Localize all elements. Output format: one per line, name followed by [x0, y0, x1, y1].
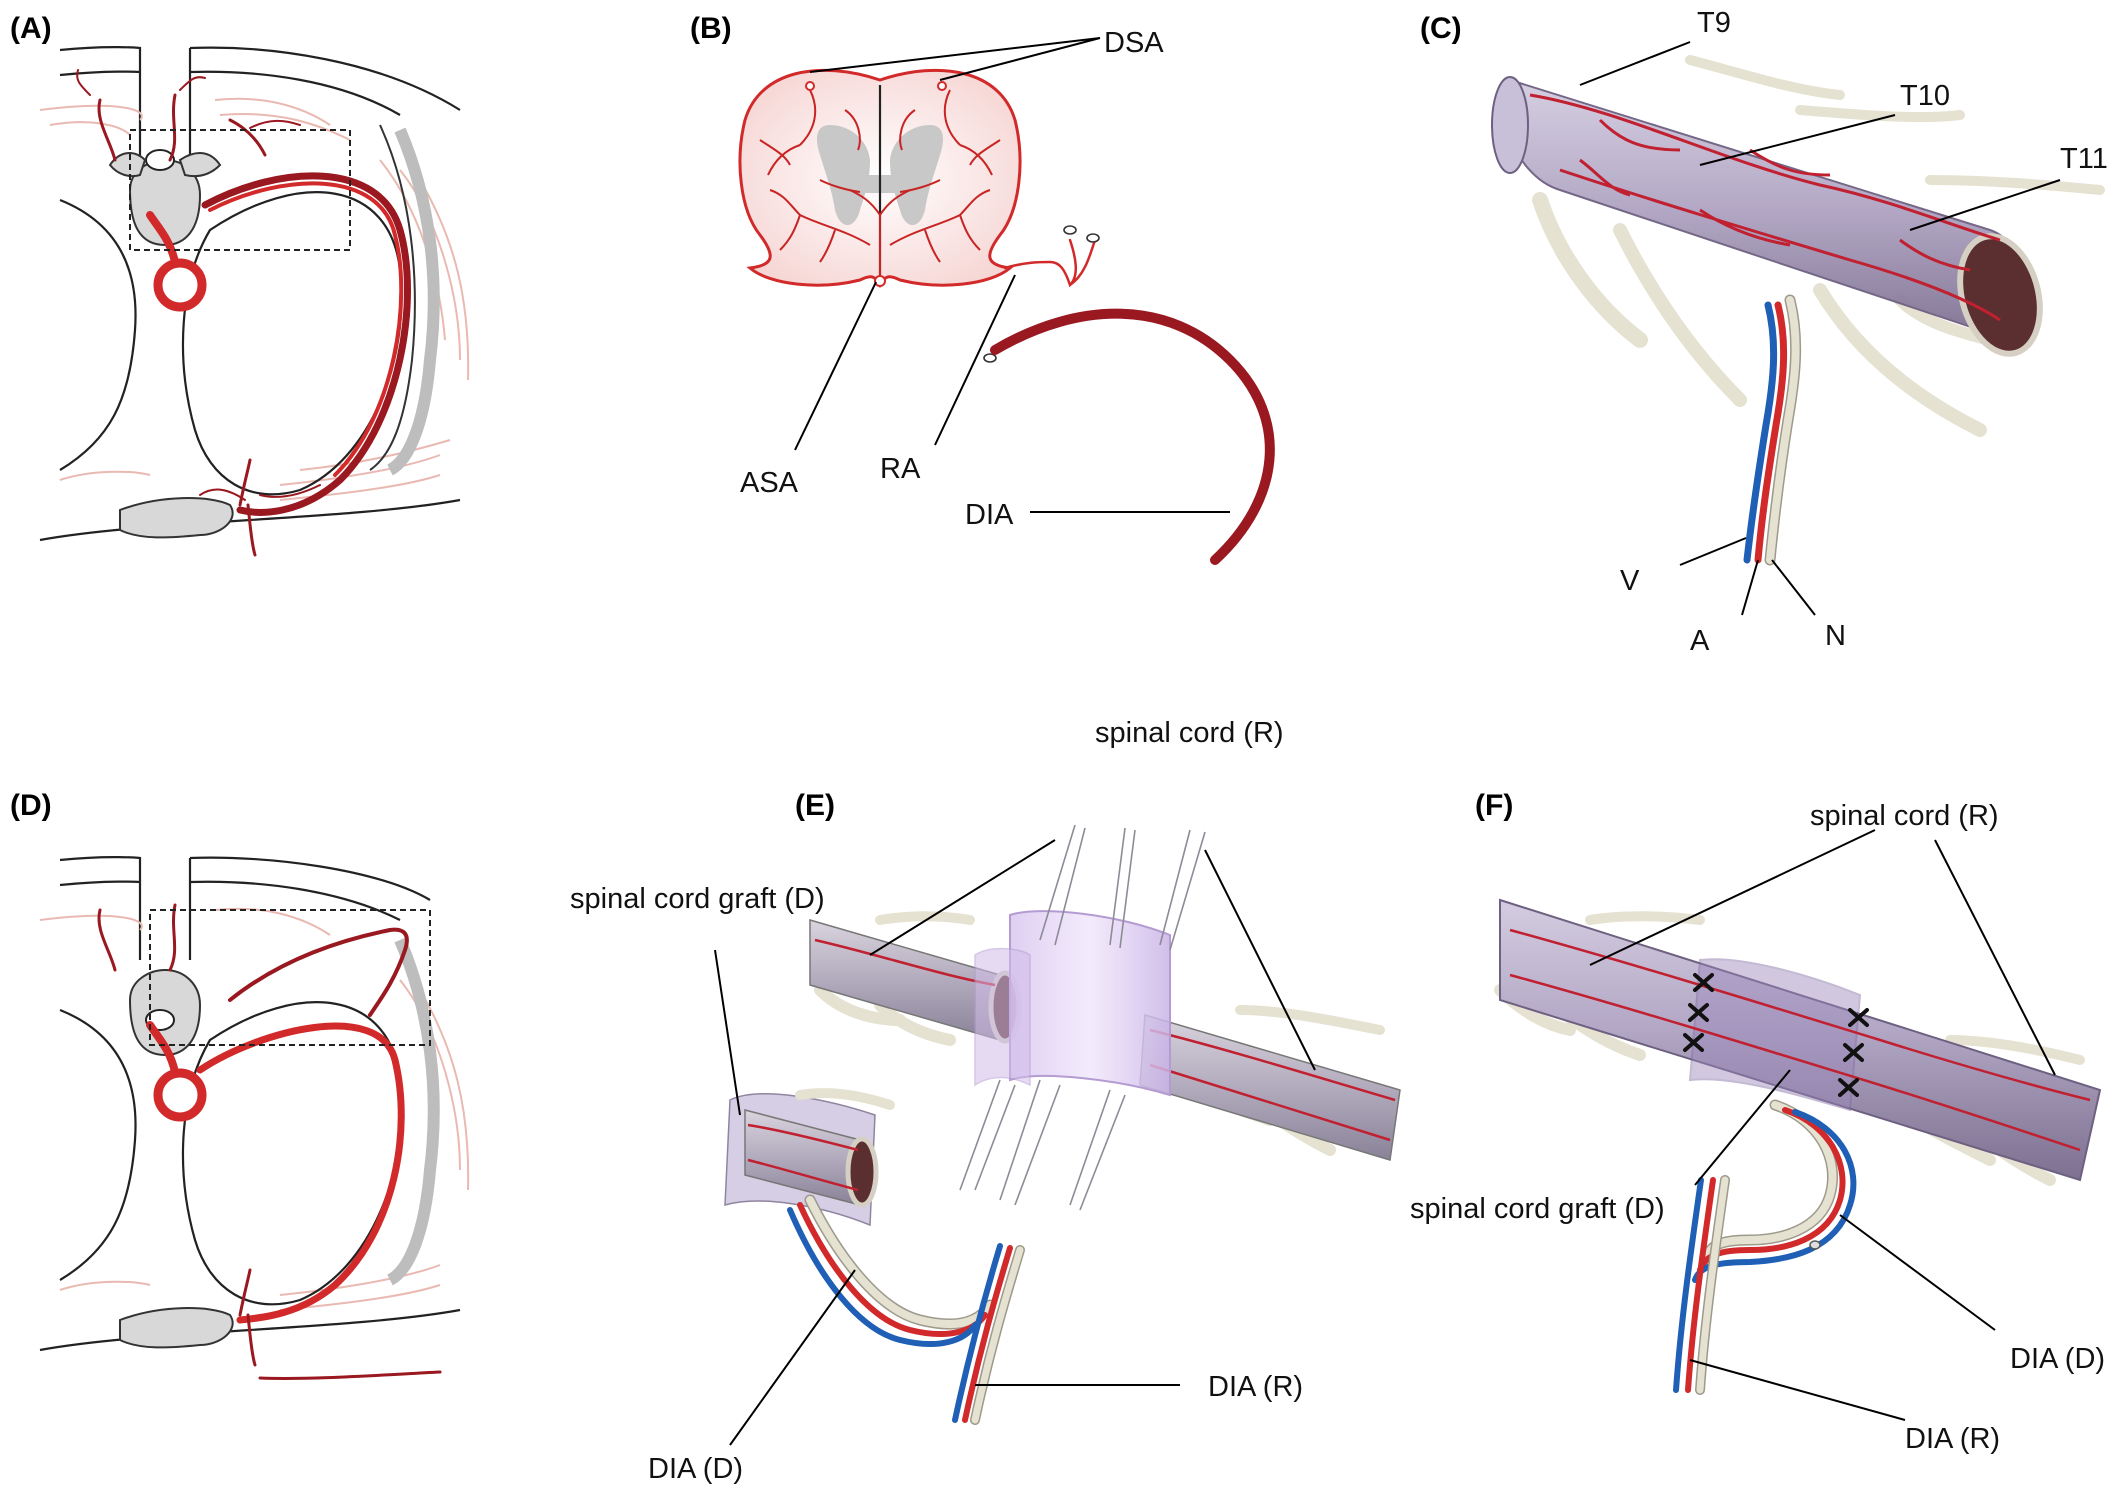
panel-d-dashed-box [149, 909, 431, 1046]
panel-f-vascular-bundles [1673, 1099, 1857, 1395]
panel-a-aorta [153, 258, 207, 312]
panel-f: (F) [1410, 789, 2105, 1455]
panel-c-nerve-roots [1532, 55, 2105, 437]
panel-b-label: (B) [690, 12, 732, 45]
panel-b-dsa-label: DSA [1104, 27, 1164, 59]
panel-b-asa-label: ASA [740, 467, 799, 499]
panel-a-sternum [119, 497, 234, 539]
panel-e-spinal-cord-r-label: spinal cord (R) [1095, 717, 1284, 749]
panel-c-t9-label: T9 [1697, 7, 1731, 39]
panel-e-dia-d-label: DIA (D) [648, 1453, 743, 1485]
panel-b: (B) [690, 12, 1275, 565]
panel-f-leaders [1589, 829, 2056, 1421]
panel-b-gray-matter-left [817, 125, 870, 225]
panel-b-dia-label: DIA [965, 499, 1014, 531]
panel-a-intercostal-artery [201, 172, 411, 516]
panel-c-t11-label: T11 [2060, 143, 2108, 175]
panel-d-aorta [153, 1068, 207, 1122]
panel-e-leaders [714, 839, 1316, 1446]
panel-f-cord [1494, 898, 2102, 1186]
panel-f-spinal-cord-r-label: spinal cord (R) [1810, 800, 1999, 832]
panel-c-spinal-cord-3d [1491, 55, 2105, 566]
panel-f-graft-d-label: spinal cord graft (D) [1410, 1193, 1665, 1225]
panel-e: (E) [570, 717, 1401, 1485]
panel-e-vascular-bundles [787, 1194, 1025, 1425]
panel-a: (A) [10, 12, 470, 557]
panel-c-label: (C) [1420, 12, 1462, 45]
panel-c-v-label: V [1620, 565, 1640, 597]
panel-b-leaders [794, 37, 1230, 513]
panel-d-label: (D) [10, 789, 52, 822]
panel-a-dashed-box [129, 129, 351, 251]
panel-f-dia-d-label: DIA (D) [2010, 1343, 2105, 1375]
panel-b-gray-matter-right [890, 125, 943, 225]
panel-b-ra-label: RA [880, 453, 921, 485]
panel-e-graft [724, 1088, 895, 1227]
panel-c-a-label: A [1690, 625, 1710, 657]
panel-e-label: (E) [795, 789, 835, 822]
panel-a-cross-section [39, 46, 470, 557]
panel-c-leaders [1579, 41, 2061, 616]
panel-f-sutures [1683, 973, 1869, 1097]
panel-b-ligature-clips [983, 225, 1100, 363]
panel-a-muscle-fibers [39, 97, 470, 501]
panel-e-suture-needles [959, 824, 1206, 1211]
panel-b-dia-vessel [990, 308, 1275, 565]
panel-d: (D) [10, 789, 470, 1380]
panel-c-n-label: N [1825, 620, 1846, 652]
panel-f-dia-r-label: DIA (R) [1905, 1423, 2000, 1455]
panel-c-surface-vessels [1529, 93, 2001, 322]
panel-e-graft-d-label: spinal cord graft (D) [570, 883, 825, 915]
panel-e-sleeve [974, 910, 1171, 1097]
panel-c-vascular-bundle [1743, 294, 1802, 566]
panel-f-label: (F) [1475, 789, 1513, 822]
panel-a-label: (A) [10, 12, 52, 45]
panel-c: (C) [1420, 7, 2108, 657]
panel-d-cross-section [39, 856, 470, 1380]
panel-d-intercostal-artery [196, 1022, 405, 1324]
panel-c-t10-label: T10 [1900, 80, 1950, 112]
panel-f-sleeve [1688, 958, 1862, 1112]
panel-e-dia-r-label: DIA (R) [1208, 1371, 1303, 1403]
panel-b-cord-section [738, 68, 1275, 565]
